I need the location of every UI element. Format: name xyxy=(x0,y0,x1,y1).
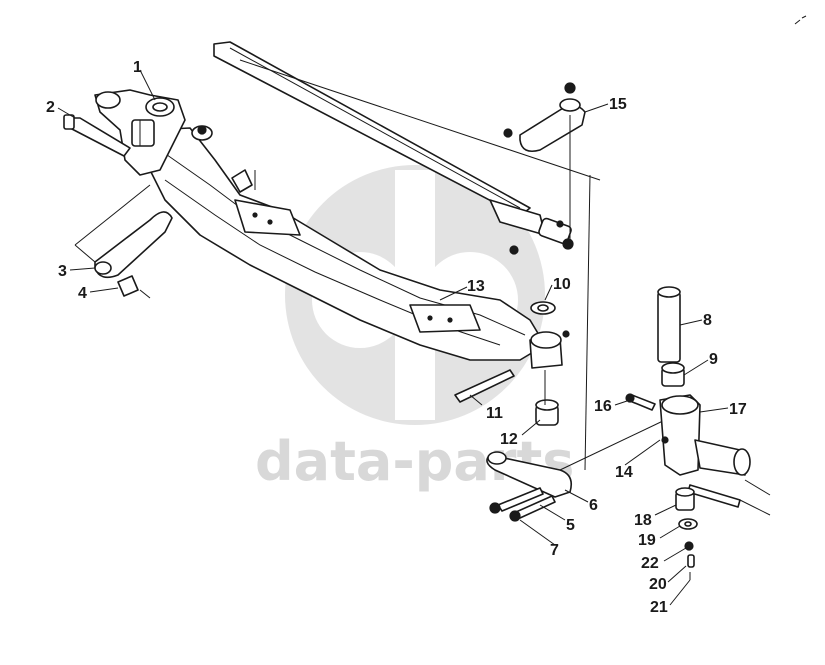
callout-2: 2 xyxy=(46,99,55,116)
callout-7: 7 xyxy=(550,542,559,559)
nut-4 xyxy=(117,275,151,299)
callout-4: 4 xyxy=(78,285,87,302)
callout-14: 14 xyxy=(615,464,633,481)
corner-mark xyxy=(794,15,807,25)
callout-21: 21 xyxy=(650,599,668,616)
callout-10: 10 xyxy=(553,276,571,293)
axle-beam xyxy=(149,125,546,361)
bolt-2 xyxy=(63,114,131,157)
bushing-9 xyxy=(661,362,685,387)
tie-rod xyxy=(213,41,601,255)
right-beam-end xyxy=(454,301,570,426)
callout-19: 19 xyxy=(638,532,656,549)
callout-8: 8 xyxy=(703,312,712,329)
callout-20: 20 xyxy=(649,576,667,593)
callout-13: 13 xyxy=(467,278,485,295)
callout-3: 3 xyxy=(58,263,67,280)
callout-17: 17 xyxy=(729,401,747,418)
callout-12: 12 xyxy=(500,431,518,448)
callout-9: 9 xyxy=(709,351,718,368)
callout-6: 6 xyxy=(589,497,598,514)
callout-leaders xyxy=(57,69,729,606)
lower-bearing-stack xyxy=(675,487,698,580)
king-pin xyxy=(657,286,681,363)
callout-5: 5 xyxy=(566,517,575,534)
guide-line xyxy=(584,174,591,471)
bolt-16 xyxy=(625,393,656,411)
callout-16: 16 xyxy=(594,398,612,415)
drop-arm-upper xyxy=(503,82,586,240)
left-knuckle-housing xyxy=(94,89,186,176)
right-spindle xyxy=(659,394,771,516)
fasteners-5-7 xyxy=(489,487,556,522)
callout-15: 15 xyxy=(609,96,627,113)
callout-11: 11 xyxy=(486,405,503,422)
callout-1: 1 xyxy=(133,59,142,76)
callout-22: 22 xyxy=(641,555,659,572)
callout-18: 18 xyxy=(634,512,652,529)
left-drop-arm xyxy=(74,184,173,279)
callout-labels: 1 2 3 4 5 6 7 8 9 10 11 12 13 14 15 16 1… xyxy=(46,59,747,616)
lower-steering-arm xyxy=(486,419,666,498)
